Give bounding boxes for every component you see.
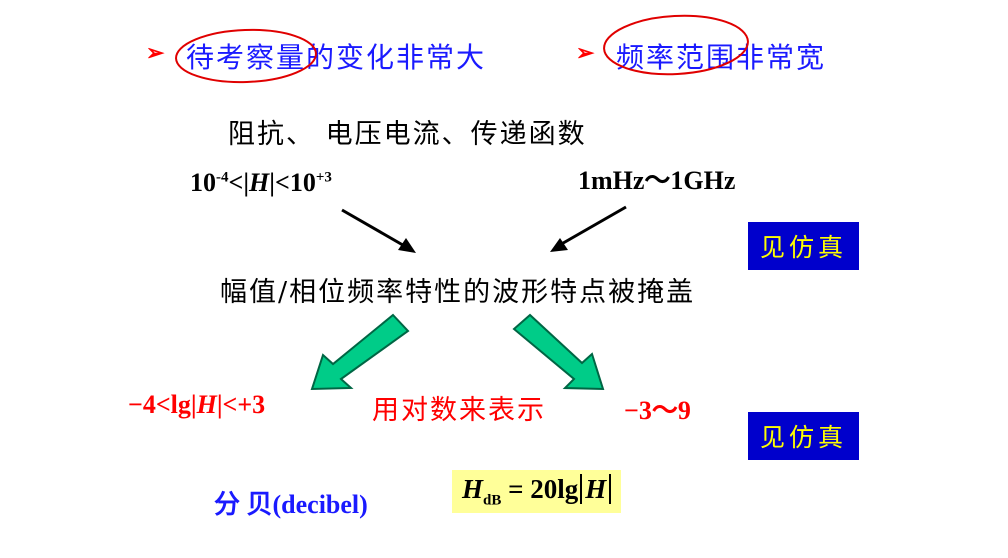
log-representation-text: 用对数来表示 [372, 395, 546, 426]
log-frequency-range: −3～9 [624, 396, 691, 425]
green-arrow-left-icon [310, 313, 410, 391]
decibel-label: 分 贝(decibel) [214, 490, 368, 519]
log-magnitude-range: −4<lg|H|<+3 [128, 390, 266, 419]
bullet-icon: ➢ [146, 40, 165, 66]
quantities-text: 阻抗、 电压电流、传递函数 [228, 119, 587, 150]
green-arrow-right-icon [512, 313, 605, 391]
magnitude-range: 10-4<|H|<10+3 [190, 168, 332, 197]
topic-frequency-wide: 频率范围非常宽 [616, 41, 827, 74]
highlight-ellipse [603, 14, 749, 76]
arrow-head-icon [398, 238, 416, 253]
simulation-link-1[interactable]: 见仿真 [748, 222, 860, 270]
topic-variation-large: 待考察量的变化非常大 [186, 41, 487, 74]
consequence-text: 幅值/相位频率特性的波形特点被掩盖 [220, 277, 696, 308]
arrow-down-right-icon [341, 208, 409, 250]
frequency-range: 1mHz～1GHz [578, 166, 736, 195]
arrow-down-left-icon [557, 205, 627, 248]
bullet-icon: ➢ [576, 40, 595, 66]
arrow-head-icon [550, 238, 568, 252]
simulation-link-2[interactable]: 见仿真 [748, 412, 860, 460]
highlight-ellipse [175, 28, 317, 84]
